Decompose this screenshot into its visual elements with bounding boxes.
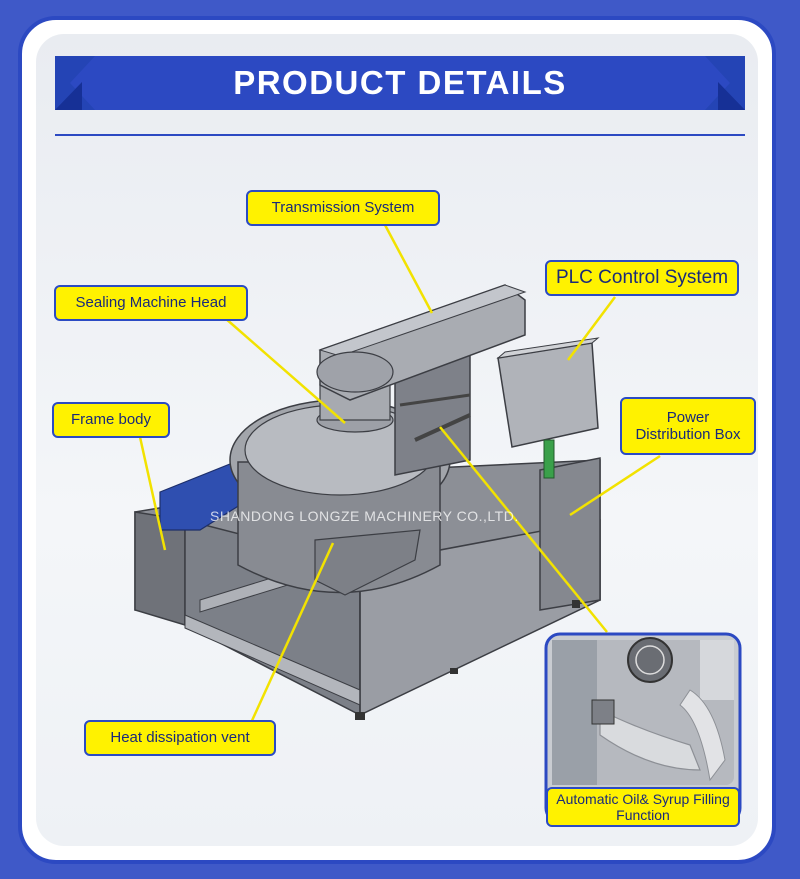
callout-plc-control-system: PLC Control System: [545, 260, 739, 296]
callout-power-distribution-box: Power Distribution Box: [620, 397, 756, 455]
plc-box: [496, 337, 600, 479]
callout-transmission-system: Transmission System: [246, 190, 440, 226]
callout-frame-body: Frame body: [52, 402, 170, 438]
callout-oil-syrup-filling: Automatic Oil& Syrup Filling Function: [546, 787, 740, 827]
banner: [55, 56, 745, 136]
watermark-text: SHANDONG LONGZE MACHINERY CO.,LTD.: [210, 508, 519, 524]
callout-heat-dissipation-vent: Heat dissipation vent: [84, 720, 276, 756]
callout-sealing-machine-head: Sealing Machine Head: [54, 285, 248, 321]
page-title: PRODUCT DETAILS: [233, 64, 567, 101]
machine-head: [316, 284, 527, 476]
leader-lines: [138, 224, 661, 726]
oil-photo: [544, 632, 742, 824]
bowl: [229, 399, 451, 596]
